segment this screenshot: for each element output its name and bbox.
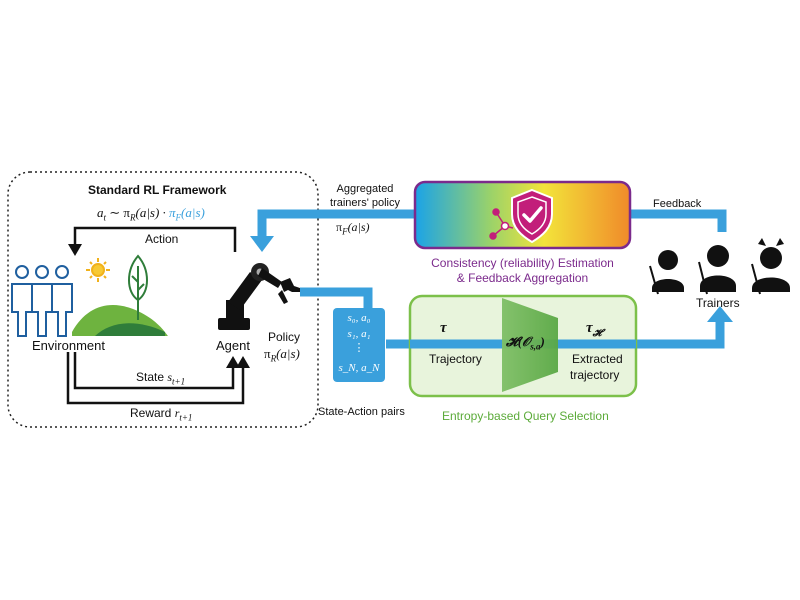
reward-arrow (66, 352, 245, 405)
state-action-box (333, 308, 385, 382)
consistency-line2: & Feedback Aggregation (456, 271, 589, 285)
tree-icon (128, 254, 148, 320)
aggregated-formula: πF(a|s) (336, 220, 370, 237)
state-action-row2: s₁, a₁ (347, 328, 371, 340)
state-action-caption: State-Action pairs (318, 406, 405, 418)
people-icon (11, 265, 73, 337)
state-label: State st+1 (136, 370, 186, 387)
trainers-label: Trainers (696, 296, 740, 310)
environment-label: Environment (32, 338, 105, 353)
action-formula: at ∼ πR(a|s) · πF(a|s) (97, 205, 205, 223)
network-nodes-icon (489, 208, 514, 240)
aggregated-line1: Aggregated (336, 183, 394, 195)
entropy-funnel (502, 298, 558, 392)
entropy-caption: Entropy-based Query Selection (442, 409, 609, 423)
robot-arm-icon (218, 263, 300, 330)
sun-icon (86, 258, 110, 282)
aggregated-line2: trainers' policy (330, 197, 400, 209)
policy-label: Policy (268, 330, 301, 344)
arrow-head-to-trainers (707, 306, 733, 322)
tau-h-symbol: τ𝓗 (586, 320, 602, 339)
trainers-icon (649, 238, 790, 295)
policy-formula: πR(a|s) (264, 346, 300, 364)
tau-symbol: τ (440, 320, 447, 336)
state-action-row3: ⋮ (353, 342, 365, 354)
action-label: Action (145, 232, 179, 246)
rl-framework-box (7, 171, 319, 428)
extracted-line2: trajectory (570, 368, 620, 382)
action-arrow (73, 226, 237, 252)
feedback-label: Feedback (653, 198, 702, 210)
state-action-row1: s₀, a₀ (347, 312, 371, 324)
agent-label: Agent (216, 338, 250, 353)
consistency-line1: Consistency (reliability) Estimation (431, 256, 614, 270)
extracted-line1: Extracted (572, 352, 623, 366)
state-action-row4: s_N, a_N (338, 362, 380, 374)
entropy-formula: 𝓗(𝒪s,a) (506, 334, 545, 352)
hills-icon (72, 305, 168, 336)
rl-framework-title: Standard RL Framework (88, 183, 227, 197)
shield-check-icon (511, 188, 553, 244)
reward-label: Reward rt+1 (130, 406, 193, 423)
trajectory-label: Trajectory (429, 352, 482, 366)
arrow-head-to-agent (250, 236, 274, 252)
state-arrow (73, 352, 235, 390)
